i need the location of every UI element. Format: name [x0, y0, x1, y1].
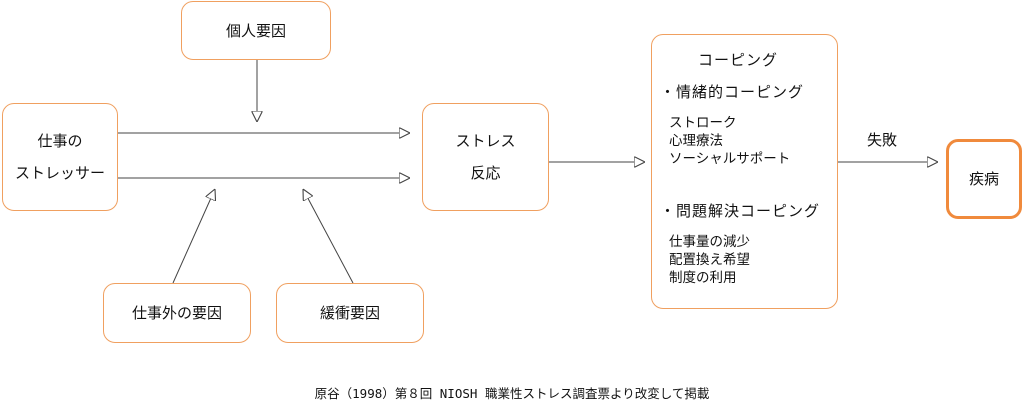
list-item: 心理療法: [669, 133, 723, 149]
coping-box: [651, 34, 838, 309]
coping-title: コーピング: [698, 51, 779, 69]
nonwork-factors-label: 仕事外の要因: [131, 304, 222, 322]
problem-solving-coping-title: ・問題解決コーピング: [660, 202, 821, 220]
job-stressor-label-line2: ストレッサー: [14, 164, 105, 182]
list-item: ソーシャルサポート: [669, 151, 791, 167]
problem-solving-coping-list: 仕事量の減少 配置換え希望 制度の利用: [669, 233, 750, 287]
stress-response-box: ストレス 反応: [422, 103, 549, 211]
list-item: 制度の利用: [669, 270, 737, 286]
job-stressor-label-line1: 仕事の: [37, 132, 83, 150]
buffer-factors-box: 緩衝要因: [276, 283, 424, 343]
stress-response-label-line2: 反応: [470, 164, 501, 182]
emotional-coping-title: ・情緒的コーピング: [660, 83, 805, 101]
disease-label: 疾病: [968, 170, 999, 188]
stress-response-label-line1: ストレス: [455, 132, 516, 150]
list-item: 仕事量の減少: [669, 234, 750, 250]
arrow-nonwork-to-flow: [172, 189, 215, 284]
individual-factors-box: 個人要因: [181, 1, 331, 60]
list-item: ストローク: [669, 115, 737, 131]
list-item: 配置換え希望: [669, 252, 750, 268]
arrow-buffer-to-flow: [303, 189, 354, 284]
emotional-coping-list: ストローク 心理療法 ソーシャルサポート: [669, 114, 790, 168]
disease-box: 疾病: [946, 139, 1022, 219]
buffer-factors-label: 緩衝要因: [319, 304, 380, 322]
job-stressor-box: 仕事の ストレッサー: [2, 103, 118, 211]
failure-label: 失敗: [867, 131, 898, 149]
individual-factors-label: 個人要因: [225, 21, 286, 40]
source-caption: 原谷（1998）第８回 NIOSH 職業性ストレス調査票より改変して掲載: [314, 386, 710, 401]
nonwork-factors-box: 仕事外の要因: [103, 283, 251, 343]
